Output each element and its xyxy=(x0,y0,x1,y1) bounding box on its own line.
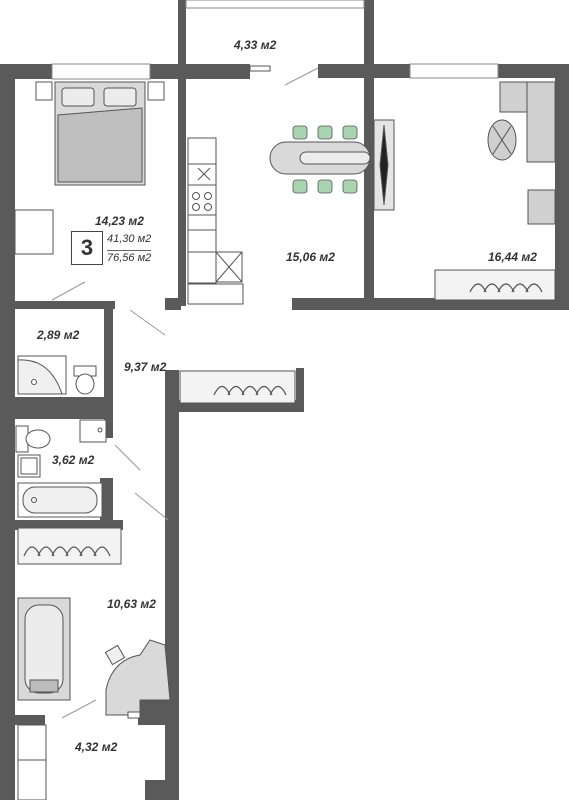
coffee-table xyxy=(487,119,517,161)
bathtub-icon xyxy=(17,482,103,518)
area-balcony-top: 4,33 м2 xyxy=(234,38,277,52)
total-area: 76,56 м2 xyxy=(107,250,152,264)
shower-icon xyxy=(17,355,67,395)
desk-chair-icon xyxy=(104,639,171,716)
dining-table-icon xyxy=(269,125,371,194)
area-hall: 9,37 м2 xyxy=(124,360,167,374)
stove-icon xyxy=(197,167,211,181)
living-area: 41,30 м2 xyxy=(107,233,152,245)
sink-icon xyxy=(17,454,41,478)
door-swings xyxy=(51,67,319,719)
wardrobe-hangers xyxy=(23,283,543,557)
bedroom-desk xyxy=(14,209,54,255)
bathtub-icon xyxy=(17,597,71,701)
bed-icon xyxy=(35,81,165,186)
sink-icon xyxy=(79,419,107,443)
area-toilet: 2,89 м2 xyxy=(37,328,80,342)
area-kitchen: 15,06 м2 xyxy=(286,250,335,264)
apartment-summary: 3 41,30 м2 76,56 м2 xyxy=(71,231,163,265)
rooms-count: 3 xyxy=(71,231,103,265)
area-bedroom: 14,23 м2 xyxy=(95,214,144,228)
area-bathroom: 3,62 м2 xyxy=(52,453,95,467)
toilet-icon xyxy=(15,365,97,453)
balcony-cabinet xyxy=(17,724,47,800)
tv-stand xyxy=(373,119,395,211)
area-balcony-bottom: 4,32 м2 xyxy=(75,740,118,754)
area-living-room: 16,44 м2 xyxy=(488,250,537,264)
windows xyxy=(51,0,499,80)
area-room-bottom: 10,63 м2 xyxy=(107,597,156,611)
kitchen-counter xyxy=(187,137,244,305)
sofa-icon xyxy=(499,81,556,225)
